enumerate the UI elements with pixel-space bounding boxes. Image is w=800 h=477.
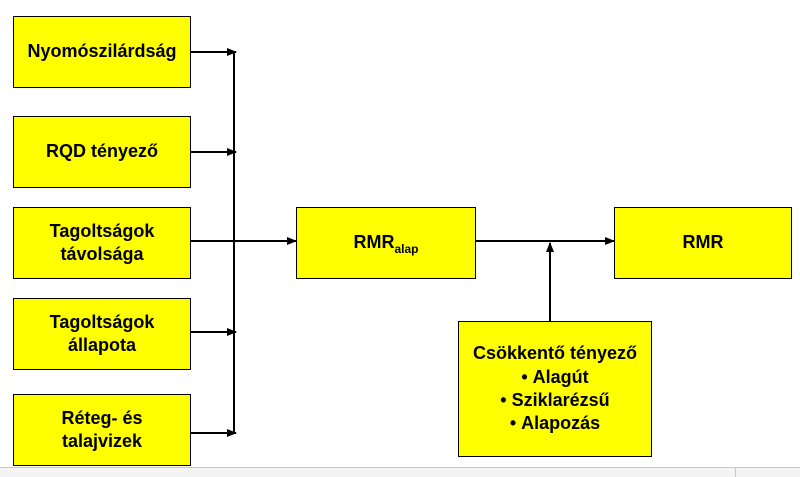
input-box-tagoltsagok-allapota: Tagoltságok állapota: [13, 298, 191, 370]
input-label: Tagoltságok: [49, 311, 155, 332]
input-label: távolsága: [60, 244, 144, 264]
input-label: RQD tényező: [45, 141, 159, 162]
reduction-factor-box: Csökkentő tényező Alagút Sziklarézsű Ala…: [458, 321, 652, 457]
input-box-nyomoszilardsag: Nyomószilárdság: [13, 16, 191, 88]
input-label: állapota: [67, 335, 137, 355]
rmr-alap-box: RMRalap: [296, 207, 476, 279]
input-label: Réteg- és: [61, 407, 143, 428]
reduction-title: Csökkentő tényező: [472, 343, 638, 364]
input-label: talajvizek: [61, 431, 143, 451]
input-label: Tagoltságok: [49, 220, 155, 241]
input-label: Nyomószilárdság: [27, 41, 177, 62]
input-box-rqd: RQD tényező: [13, 116, 191, 188]
rmr-label: RMR: [682, 232, 724, 253]
rmr-alap-label: RMRalap: [353, 232, 419, 257]
rmr-alap-subscript: alap: [394, 242, 419, 257]
input-box-reteg-es-talajvizek: Réteg- és talajvizek: [13, 394, 191, 466]
rmr-box: RMR: [614, 207, 792, 279]
input-box-tagoltsagok-tavolsaga: Tagoltságok távolsága: [13, 207, 191, 279]
reduction-item-alagut: Alagút: [521, 366, 589, 389]
window-bottom-bar-segment: [735, 467, 800, 477]
reduction-item-alapozas: Alapozás: [510, 412, 600, 435]
reduction-item-sziklarezsu: Sziklarézsű: [500, 389, 610, 412]
window-bottom-bar: [0, 467, 800, 477]
